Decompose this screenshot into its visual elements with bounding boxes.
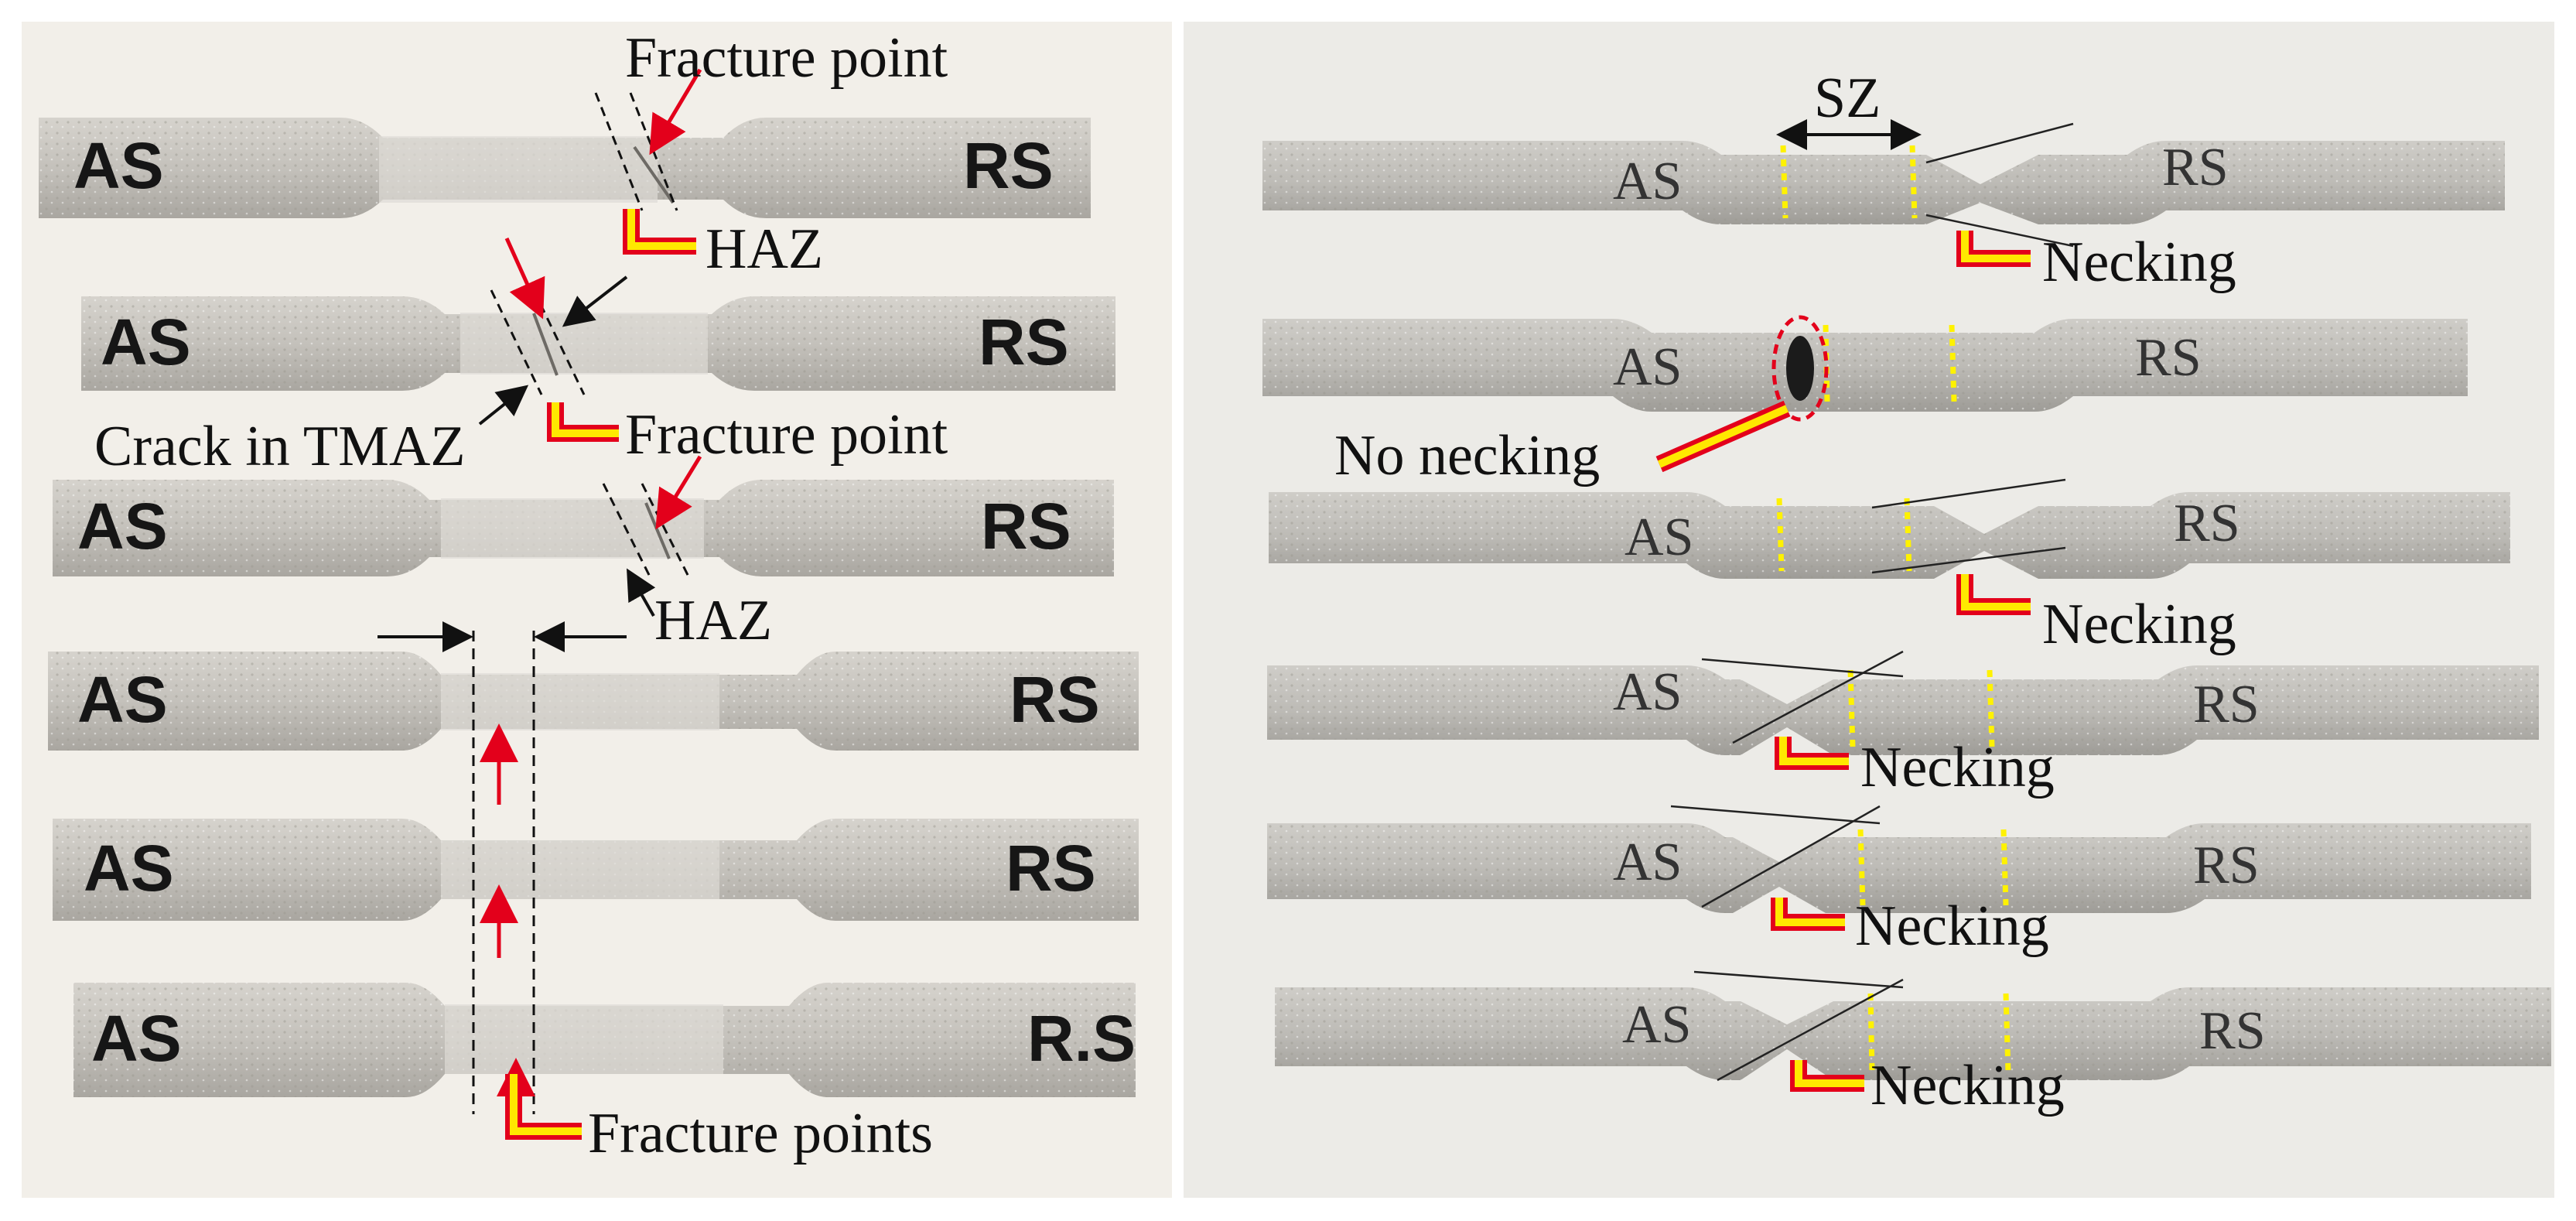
red-arrow <box>655 455 702 530</box>
black-arrow <box>562 275 628 327</box>
necking-lines <box>1670 122 2074 1082</box>
left-specimen-6 <box>73 983 1136 1097</box>
right-specimen-2 <box>1262 319 2468 412</box>
as-label: AS <box>91 1002 182 1075</box>
rs-label: R.S <box>1027 1002 1136 1075</box>
no-necking-label: No necking <box>1334 424 1601 487</box>
right-specimen-6 <box>1275 987 2551 1080</box>
as-label: AS <box>1613 152 1683 211</box>
as-label: AS <box>1622 995 1692 1055</box>
necking-callouts <box>1655 231 2031 1092</box>
left-specimen-2 <box>81 296 1115 391</box>
right-specimen-5 <box>1267 823 2531 913</box>
rs-label: RS <box>979 306 1069 378</box>
black-arrow <box>627 568 656 617</box>
fracture-dashed-line <box>490 289 543 395</box>
red-arrow <box>649 68 702 156</box>
as-label: AS <box>73 129 164 202</box>
as-label: AS <box>1625 508 1694 567</box>
rs-label: RS <box>2135 328 2202 388</box>
rs-label: RS <box>981 490 1071 563</box>
as-label: AS <box>77 663 168 736</box>
fracture-point-label: Fracture point <box>625 403 948 467</box>
rs-label: RS <box>2193 836 2260 895</box>
as-label: AS <box>1613 833 1683 892</box>
necking-label: Necking <box>2042 231 2236 294</box>
necking-label: Necking <box>1860 736 2055 799</box>
callout-arrow <box>627 209 696 250</box>
as-label: AS <box>77 490 168 563</box>
red-arrow <box>504 237 545 320</box>
as-label: AS <box>1613 662 1683 722</box>
necking-label: Necking <box>1871 1054 2065 1117</box>
rs-label: RS <box>2193 675 2260 734</box>
sz-boundaries <box>1776 145 2011 1073</box>
right-specimen-3 <box>1269 492 2510 579</box>
necking-label: Necking <box>2042 593 2236 656</box>
fracture-point-label: Fracture point <box>625 26 948 90</box>
fracture-dashed-line <box>594 92 644 211</box>
callout-arrow <box>510 1074 582 1135</box>
black-arrow <box>478 385 529 426</box>
fracture-dashed-line <box>641 483 690 577</box>
fracture-dashed-line <box>602 483 651 577</box>
haz-label: HAZ <box>654 589 773 652</box>
left-specimen-1 <box>39 118 1091 218</box>
rs-label: RS <box>1006 832 1096 905</box>
no-necking-ellipse <box>1771 315 1829 422</box>
right-specimen-1 <box>1262 141 2505 224</box>
rs-label: RS <box>1010 663 1100 736</box>
as-label: AS <box>1613 337 1683 397</box>
rs-label: RS <box>2162 138 2229 197</box>
fracture-points-label: Fracture points <box>588 1102 933 1165</box>
haz-label: HAZ <box>705 217 824 281</box>
rs-label: RS <box>2174 494 2240 553</box>
crack-in-tmaz-label: Crack in TMAZ <box>94 415 466 478</box>
necking-label: Necking <box>1855 894 2049 958</box>
as-label: AS <box>101 306 191 378</box>
left-specimen-5 <box>53 819 1139 921</box>
right-specimen-4 <box>1267 665 2539 755</box>
rs-label: RS <box>2199 1001 2266 1061</box>
left-specimen-4 <box>48 652 1139 751</box>
sz-label: SZ <box>1814 67 1881 130</box>
callout-arrow <box>552 402 619 437</box>
as-label: AS <box>84 832 174 905</box>
rs-label: RS <box>963 129 1054 202</box>
